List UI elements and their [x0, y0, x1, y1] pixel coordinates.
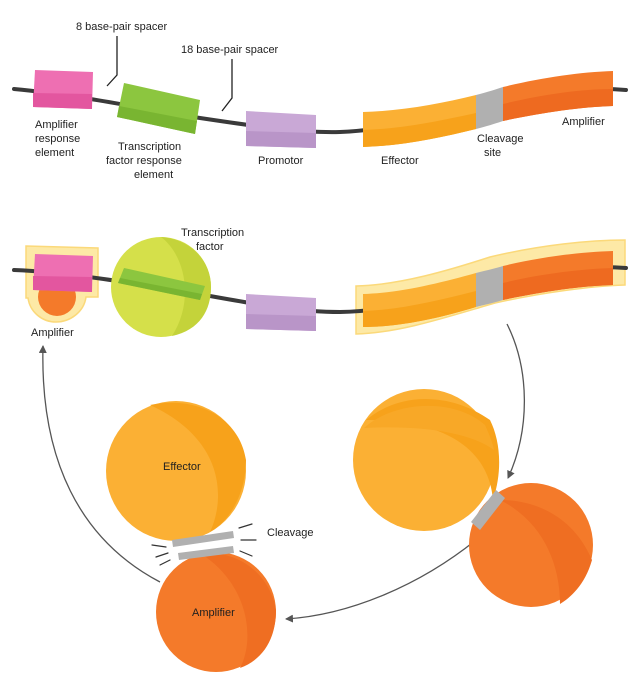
effector-amplifier-active	[363, 251, 613, 327]
effector-amplifier-segment	[363, 71, 613, 147]
spacer8-pointer	[106, 36, 118, 87]
amp-response-label-3: element	[35, 147, 74, 159]
spacer18-label: 18 base-pair spacer	[181, 44, 279, 56]
arrow-return	[38, 345, 161, 583]
effector-top-label: Effector	[381, 155, 419, 167]
tf-response-label-2: factor response	[106, 155, 182, 167]
effector-ball-label: Effector	[163, 461, 201, 473]
spacer8-label: 8 base-pair spacer	[76, 21, 167, 33]
cleavage-burst	[151, 523, 257, 566]
promotor-active	[246, 294, 316, 331]
arrow-cleave	[285, 539, 477, 623]
cleavage-site-label-1: Cleavage	[477, 133, 523, 145]
amp-response-label-2: response	[35, 133, 80, 145]
cleavage-site-label-2: site	[484, 147, 501, 159]
linker-piece-upper	[172, 531, 234, 547]
arrow-release	[506, 323, 525, 479]
cleaved-effector	[106, 401, 246, 541]
cleavage-site-segment	[476, 87, 503, 129]
cleavage-label: Cleavage	[267, 527, 313, 539]
spacer18-pointer	[221, 59, 233, 112]
tf-response-label-3: element	[134, 169, 173, 181]
promotor-label: Promotor	[258, 155, 304, 167]
amplifier-ball-label: Amplifier	[192, 607, 235, 619]
amplifier-response-element-active	[33, 254, 93, 292]
cleaved-amplifier	[156, 552, 276, 672]
amp-response-label-1: Amplifier	[35, 119, 78, 131]
linker-piece-lower	[178, 546, 234, 560]
promotor-box	[246, 111, 316, 148]
tf-label-2: factor	[196, 241, 224, 253]
cycle: Effector Cleavage Amplifier	[38, 323, 593, 672]
tf-label-1: Transcription	[181, 227, 244, 239]
amplifier-response-element-box	[33, 70, 93, 109]
fused-protein	[353, 389, 593, 607]
amplifier-top-label: Amplifier	[562, 116, 605, 128]
tf-response-label-1: Transcription	[118, 141, 181, 153]
amplifier-bound-label: Amplifier	[31, 327, 74, 339]
construct-active: Transcription factor Amplifier	[12, 227, 628, 339]
tf-response-element-active	[118, 268, 205, 300]
tf-response-element-box	[117, 83, 200, 134]
construct-top: 8 base-pair spacer 18 base-pair spacer A…	[12, 21, 628, 181]
